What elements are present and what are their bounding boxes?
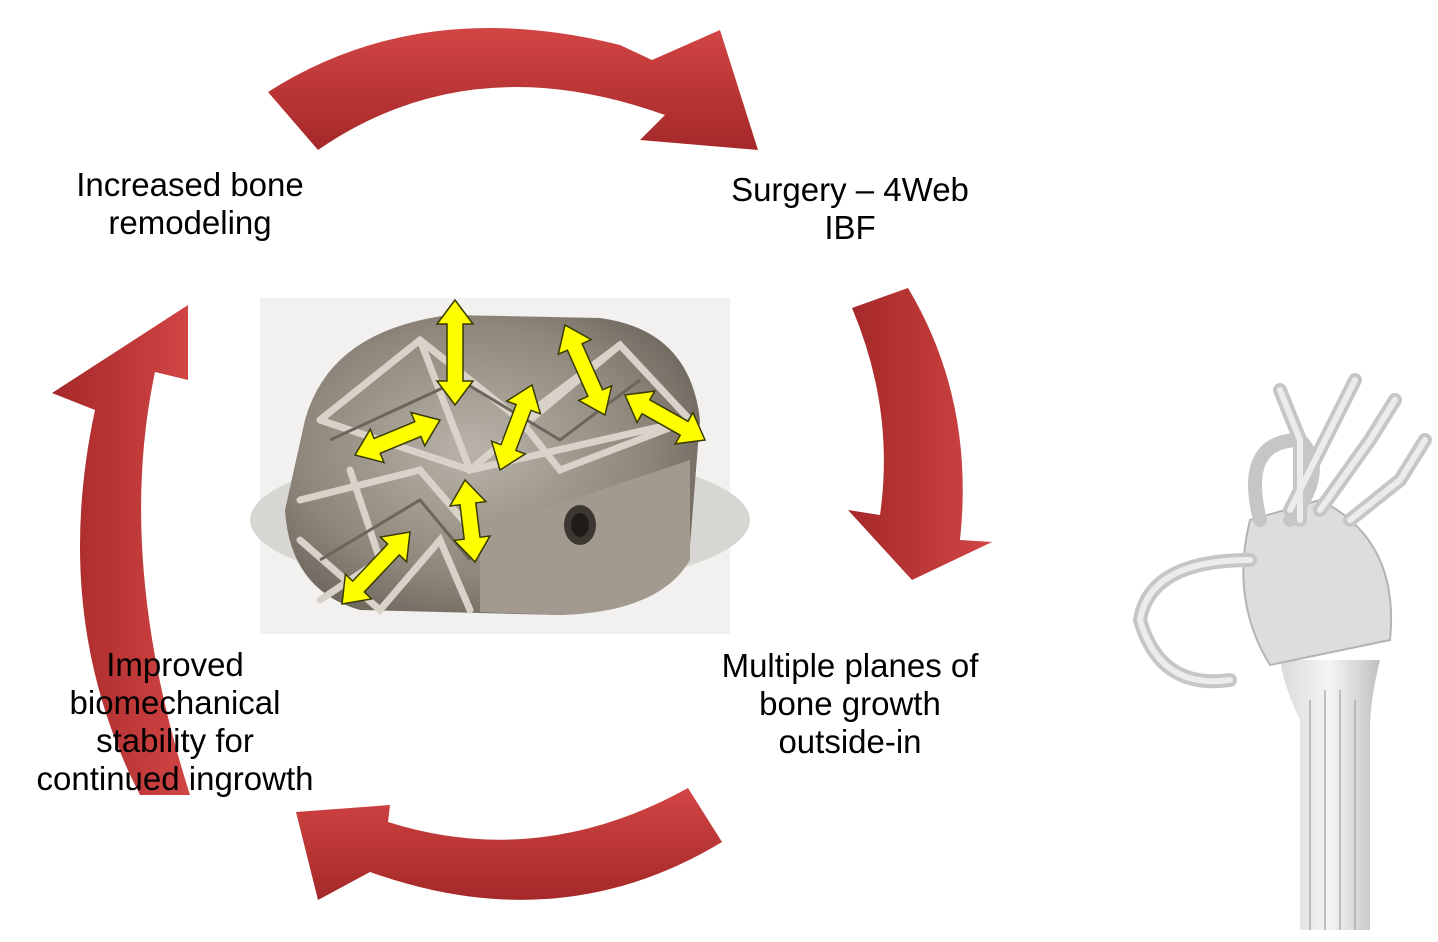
cycle-arrow-top bbox=[268, 28, 758, 150]
step-label-line: Improved bbox=[0, 646, 350, 684]
step-label-line: IBF bbox=[690, 209, 1010, 247]
step-label-line: outside-in bbox=[690, 723, 1010, 761]
step-label-line: continued ingrowth bbox=[0, 760, 350, 798]
step-label-remodeling: Increased bone remodeling bbox=[30, 166, 350, 242]
step-label-line: remodeling bbox=[30, 204, 350, 242]
step-label-line: Increased bone bbox=[30, 166, 350, 204]
step-label-line: biomechanical bbox=[0, 684, 350, 722]
step-label-stability: Improved biomechanical stability for con… bbox=[0, 646, 350, 798]
step-label-line: bone growth bbox=[690, 685, 1010, 723]
robot-hand-image bbox=[1140, 380, 1425, 930]
step-label-line: stability for bbox=[0, 722, 350, 760]
step-label-line: Surgery – 4Web bbox=[690, 171, 1010, 209]
cycle-arrow-right bbox=[848, 288, 992, 580]
step-label-surgery: Surgery – 4Web IBF bbox=[690, 171, 1010, 247]
step-label-bone-growth: Multiple planes of bone growth outside-i… bbox=[690, 647, 1010, 761]
step-label-line: Multiple planes of bbox=[690, 647, 1010, 685]
cycle-arrow-bottom bbox=[296, 788, 722, 900]
